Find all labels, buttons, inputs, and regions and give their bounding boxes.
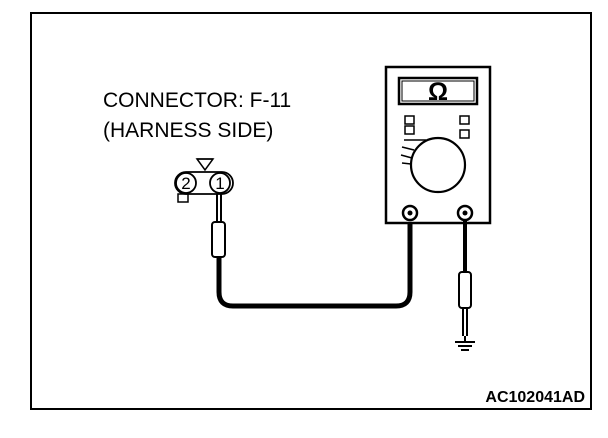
pin-1-label: 1 <box>215 174 224 193</box>
meter-display-inner <box>401 80 475 102</box>
ohmmeter: Ω <box>384 65 492 225</box>
ohm-symbol-icon: Ω <box>428 78 448 106</box>
meter-display <box>397 76 479 106</box>
connector-f11: 2 1 <box>174 158 234 203</box>
pin-2-label: 2 <box>181 174 190 193</box>
connector-label: CONNECTOR: F-11 <box>103 89 291 112</box>
ground-test-lead <box>455 220 475 351</box>
harness-side-label: (HARNESS SIDE) <box>103 119 273 142</box>
pin-2-circle <box>175 172 197 194</box>
outer-border <box>30 12 592 410</box>
ground-probe-handle <box>458 271 472 309</box>
pin-1-circle <box>209 172 231 194</box>
meter-small-button-3 <box>459 115 470 125</box>
test-lead-wire <box>216 214 413 309</box>
meter-small-button-2 <box>404 125 415 135</box>
ground-icon <box>455 341 475 351</box>
meter-small-button <box>404 115 415 125</box>
figure-code: AC102041AD <box>485 389 585 406</box>
dial-tick-marks <box>400 139 418 165</box>
connector-lock-tab <box>177 193 189 203</box>
probe-handle <box>211 221 226 258</box>
meter-small-button-4 <box>459 129 470 139</box>
com-jack-center <box>407 210 413 216</box>
ohm-jack-center <box>462 210 468 216</box>
selector-dial <box>409 136 467 194</box>
